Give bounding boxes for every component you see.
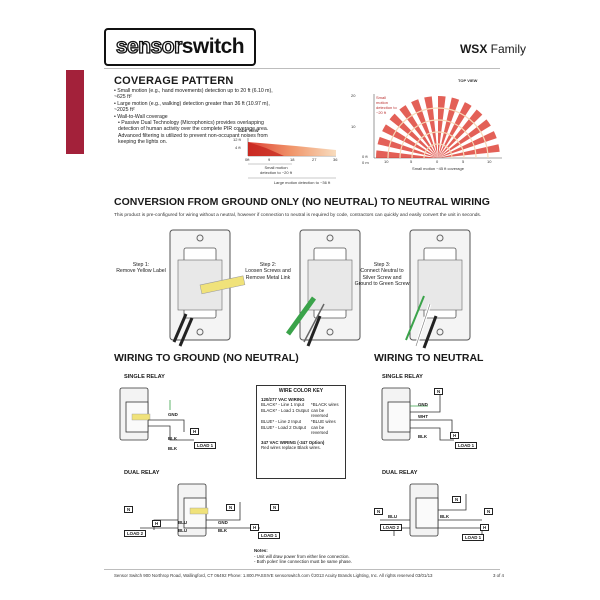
- sensorswitch-logo: sensorswitch: [104, 28, 256, 66]
- wiring-diagrams: [119, 387, 483, 537]
- footer-rule: [104, 569, 500, 570]
- coverage-fan-wedge: [399, 105, 438, 158]
- logo-light-text: sensor: [115, 34, 183, 58]
- coverage-fan-wedge: [438, 131, 497, 158]
- coverage-title: COVERAGE PATTERN: [114, 75, 234, 87]
- bullet-wall-to-wall: • Wall-to-Wall coverage: [114, 113, 168, 120]
- top-small-label: Small motion detection to ~20 ft: [376, 95, 397, 115]
- step-2: Step 2:Loosen Screws and Remove Metal Li…: [245, 262, 291, 281]
- coverage-fan-wedge: [438, 102, 472, 158]
- bullet-large-motion: • Large motion (e.g., walking) detection…: [114, 100, 270, 114]
- ground-dual-n: N: [124, 506, 134, 513]
- neutral-single-relay-label: SINGLE RELAY: [382, 374, 423, 380]
- bullet-small-motion: • Small motion (e.g., hand movements) de…: [114, 88, 273, 101]
- coverage-fan-ring: [399, 119, 477, 159]
- accent-tab: [66, 70, 84, 154]
- neutral-single-n: N: [434, 388, 444, 395]
- notes: Notes: - Unit will draw power from eithe…: [254, 548, 352, 565]
- neutral-dual-n: N: [374, 508, 384, 515]
- ground-dual-n3: N: [270, 504, 280, 511]
- neutral-dual-n2: N: [452, 496, 462, 503]
- side-large-label: Large motion detection to ~36 ft: [273, 180, 331, 185]
- coverage-fan-wedge: [377, 136, 438, 158]
- coverage-fan-ring: [387, 107, 489, 159]
- neutral-single-load1: LOAD 1: [455, 442, 478, 449]
- wiring-ground-title: WIRING TO GROUND (NO NEUTRAL): [114, 352, 299, 364]
- side-small-label: Small motion detection to ~20 ft: [260, 165, 292, 175]
- ground-single-load1: LOAD 1: [194, 442, 217, 449]
- bullet-dual-tech: • Passive Dual Technology (Microphonics)…: [118, 120, 269, 146]
- ground-single-h: H: [190, 428, 200, 435]
- coverage-fan-wedge: [438, 119, 491, 158]
- neutral-single-h: H: [450, 432, 460, 439]
- ground-dual-load1: LOAD 1: [258, 532, 281, 539]
- neutral-dual-h: H: [480, 524, 490, 531]
- top-view-diagram: [373, 94, 502, 159]
- footer: Sensor Switch 900 Northrop Road, Walling…: [114, 573, 504, 578]
- coverage-fan-wedge: [438, 97, 460, 158]
- neutral-dual-load1: LOAD 1: [462, 534, 485, 541]
- neutral-dual-n3: N: [484, 508, 494, 515]
- ground-dual-n2: N: [226, 504, 236, 511]
- ground-dual-load2: LOAD 2: [124, 530, 147, 537]
- coverage-fan-wedge: [411, 99, 438, 158]
- top-large-label: Small motion ~45 ft coverage: [412, 166, 464, 171]
- coverage-fan-wedge: [438, 109, 483, 158]
- coverage-fan-ring: [411, 131, 465, 159]
- logo-bold-text: switch: [181, 35, 245, 58]
- coverage-fan-wedge: [376, 150, 438, 158]
- step-3: Step 3:Connect Neutral to Silver Screw a…: [354, 262, 410, 288]
- coverage-fan-wedge: [389, 113, 438, 158]
- coverage-fan-wedge: [438, 144, 500, 158]
- coverage-bullets: • Small motion (e.g., hand movements) de…: [114, 88, 274, 146]
- ground-dual-h2: H: [250, 524, 260, 531]
- side-view-label: SIDE VIEW: [238, 128, 259, 133]
- ground-dual-h: H: [152, 520, 162, 527]
- conversion-steps-illustration: [169, 229, 471, 349]
- wire-color-key: WIRE COLOR KEY 120/277 VAC WIRING BLACK*…: [256, 385, 346, 479]
- neutral-dual-load2: LOAD 2: [380, 524, 403, 531]
- header-rule: [104, 68, 500, 69]
- coverage-fan-wedge: [424, 96, 438, 158]
- top-view-label: TOP VIEW: [458, 78, 478, 83]
- side-view-diagram: [247, 138, 336, 179]
- page-number: 3 of 4: [493, 573, 504, 578]
- coverage-fan-ring: [423, 143, 453, 159]
- ground-dual-relay-label: DUAL RELAY: [124, 470, 160, 476]
- wiring-neutral-title: WIRING TO NEUTRAL: [374, 352, 484, 364]
- coverage-fan-wedge: [438, 96, 446, 158]
- step-1: Step 1:Remove Yellow Label: [116, 262, 166, 275]
- ground-single-relay-label: SINGLE RELAY: [124, 374, 165, 380]
- product-family: WSX Family: [459, 42, 526, 56]
- conversion-title: CONVERSION FROM GROUND ONLY (NO NEUTRAL)…: [114, 196, 490, 208]
- conversion-intro: This product is pre-configured for wirin…: [114, 213, 482, 218]
- neutral-dual-relay-label: DUAL RELAY: [382, 470, 418, 476]
- coverage-fan-wedge: [382, 124, 438, 158]
